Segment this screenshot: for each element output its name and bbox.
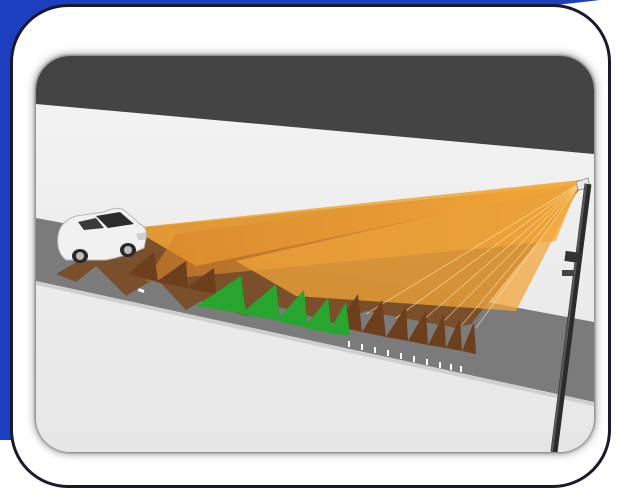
sensor-illustration-frame (36, 56, 594, 452)
traffic-sensor-scene (36, 56, 594, 452)
